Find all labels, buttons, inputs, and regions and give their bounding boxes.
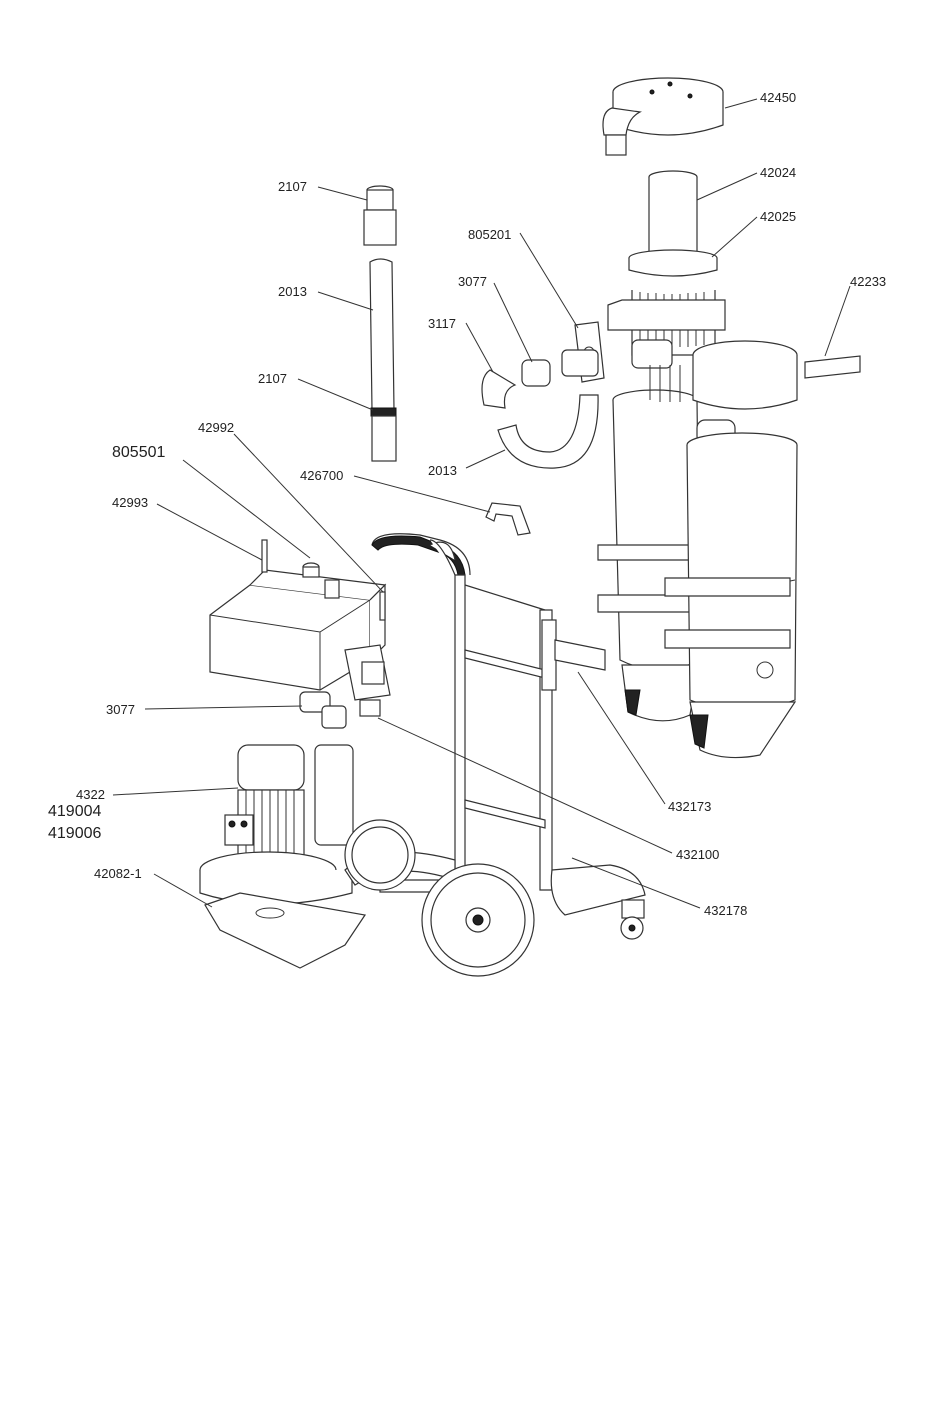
label-419006: 419006 — [48, 825, 101, 842]
hose-vertical — [364, 186, 396, 461]
label-42024: 42024 — [760, 165, 796, 180]
label-2013-left: 2013 — [278, 284, 307, 299]
switch-box-432100 — [345, 645, 390, 716]
filter-lid-42450 — [603, 78, 723, 155]
hose-assembly-right — [482, 322, 604, 468]
label-42993: 42993 — [112, 495, 148, 510]
cyclone-tank-left — [598, 365, 700, 721]
label-42992: 42992 — [198, 420, 234, 435]
label-432173: 432173 — [668, 799, 711, 814]
handle-426700 — [486, 503, 530, 535]
label-426700: 426700 — [300, 468, 343, 483]
label-419004: 419004 — [48, 803, 101, 820]
wheel-main — [422, 864, 534, 976]
coupling-3077-lower — [300, 692, 346, 728]
label-2107-bottom: 2107 — [258, 371, 287, 386]
label-4322: 4322 — [76, 787, 105, 802]
label-3077-upper: 3077 — [458, 274, 487, 289]
label-42082-1: 42082-1 — [94, 866, 142, 881]
label-3117: 3117 — [428, 316, 456, 331]
label-42233: 42233 — [850, 274, 886, 289]
label-42025: 42025 — [760, 209, 796, 224]
wheel-rear — [345, 820, 415, 890]
base-plate-42082-1 — [205, 893, 365, 968]
label-3077-lower: 3077 — [106, 702, 135, 717]
label-2107-top: 2107 — [278, 179, 307, 194]
label-432178: 432178 — [704, 903, 747, 918]
label-2013-right: 2013 — [428, 463, 457, 478]
label-42450: 42450 — [760, 90, 796, 105]
motor-4322 — [200, 745, 353, 904]
label-805501: 805501 — [112, 444, 165, 461]
filter-cartridge-42024 — [629, 171, 717, 276]
wheel-caster — [621, 900, 644, 939]
label-805201: 805201 — [468, 227, 511, 242]
label-432100: 432100 — [676, 847, 719, 862]
plate-42233 — [805, 356, 860, 378]
